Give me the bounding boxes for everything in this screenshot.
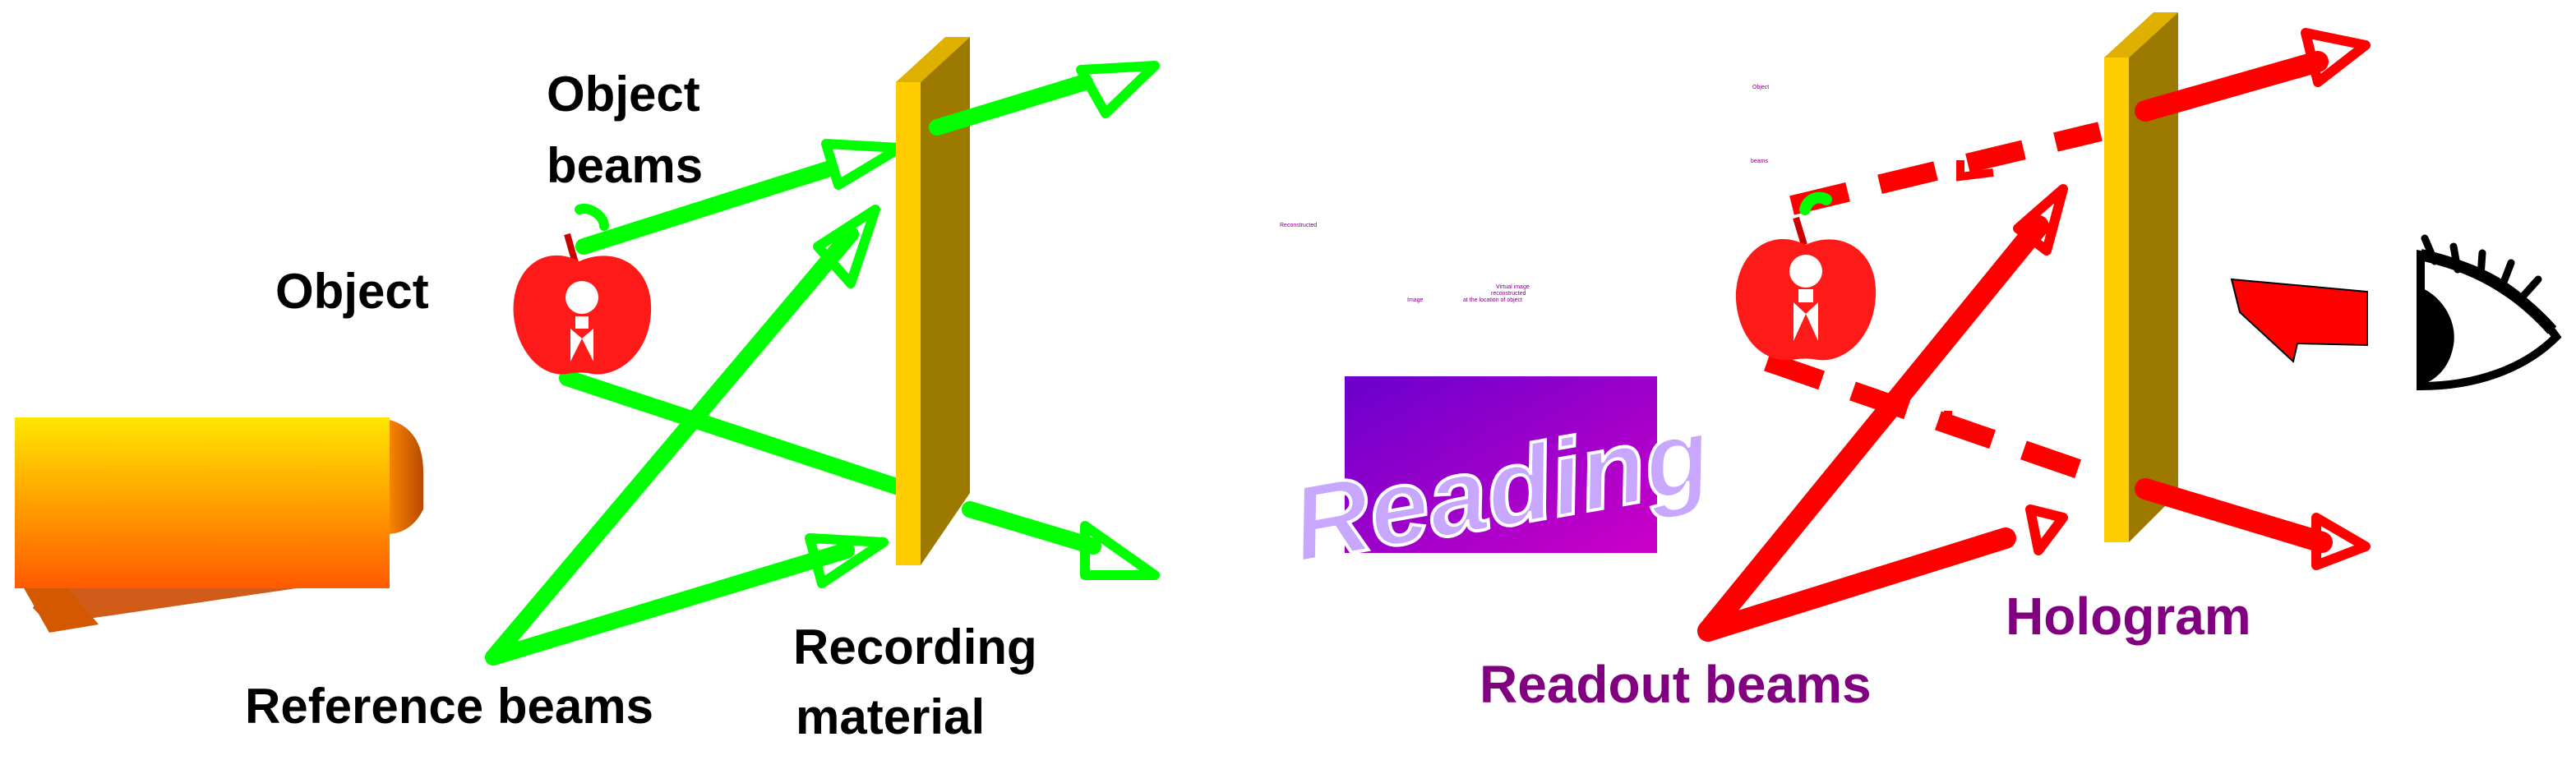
object-label: Object xyxy=(275,264,429,319)
reference-arrowhead-upper xyxy=(813,205,880,288)
transmitted-arrowhead-lower xyxy=(1080,521,1160,580)
tiny-virtual-line1: Virtual image xyxy=(1496,284,1530,290)
object-arrowhead xyxy=(821,139,905,190)
tiny-reconstructed-label: Reconstructed xyxy=(1280,223,1317,228)
outgoing-arrowhead-lower xyxy=(2311,513,2371,570)
virtual-image-rays xyxy=(1764,122,2103,486)
outgoing-arrowhead-upper xyxy=(2301,28,2371,87)
outgoing-beams xyxy=(2135,51,2333,553)
hologram-label: Hologram xyxy=(2006,587,2251,646)
recording-material-label-line2: material xyxy=(796,689,985,744)
tiny-virtual-line2: reconstructed xyxy=(1491,291,1526,297)
transmitted-beams xyxy=(929,74,1101,555)
object-beams xyxy=(559,160,937,505)
tiny-object-label: Object xyxy=(1752,85,1769,90)
readout-arrowhead-lower xyxy=(2025,504,2068,555)
readout-beams xyxy=(1697,215,2049,642)
object-beams-label-line2: beams xyxy=(547,138,703,193)
reference-arrowhead-lower xyxy=(805,533,889,588)
recording-plate xyxy=(896,37,970,565)
viewer-arrow-icon xyxy=(2230,278,2368,363)
hologram-plate xyxy=(2104,12,2178,542)
apple-virtual-image-icon xyxy=(1735,191,1877,361)
transmitted-arrowhead-upper xyxy=(1076,61,1160,118)
tiny-image-label: Image xyxy=(1407,297,1424,303)
readout-arrowhead-upper xyxy=(2013,184,2068,256)
dash-tick-lower xyxy=(1944,411,1983,440)
laser-source xyxy=(15,417,423,633)
reading-badge: Reading xyxy=(1281,376,1720,586)
apple-object-icon xyxy=(513,203,652,375)
reference-beams xyxy=(485,226,859,666)
dash-tick-upper xyxy=(1956,160,1994,182)
recording-material-label-line1: Recording xyxy=(793,620,1037,675)
eye-icon xyxy=(2417,234,2562,391)
tiny-beams-label: beams xyxy=(1751,159,1769,164)
object-beams-label-line1: Object xyxy=(547,67,700,122)
reference-beams-label: Reference beams xyxy=(245,679,653,734)
readout-beams-label: Readout beams xyxy=(1480,655,1872,714)
tiny-virtual-line3: at the location of object xyxy=(1463,297,1522,303)
